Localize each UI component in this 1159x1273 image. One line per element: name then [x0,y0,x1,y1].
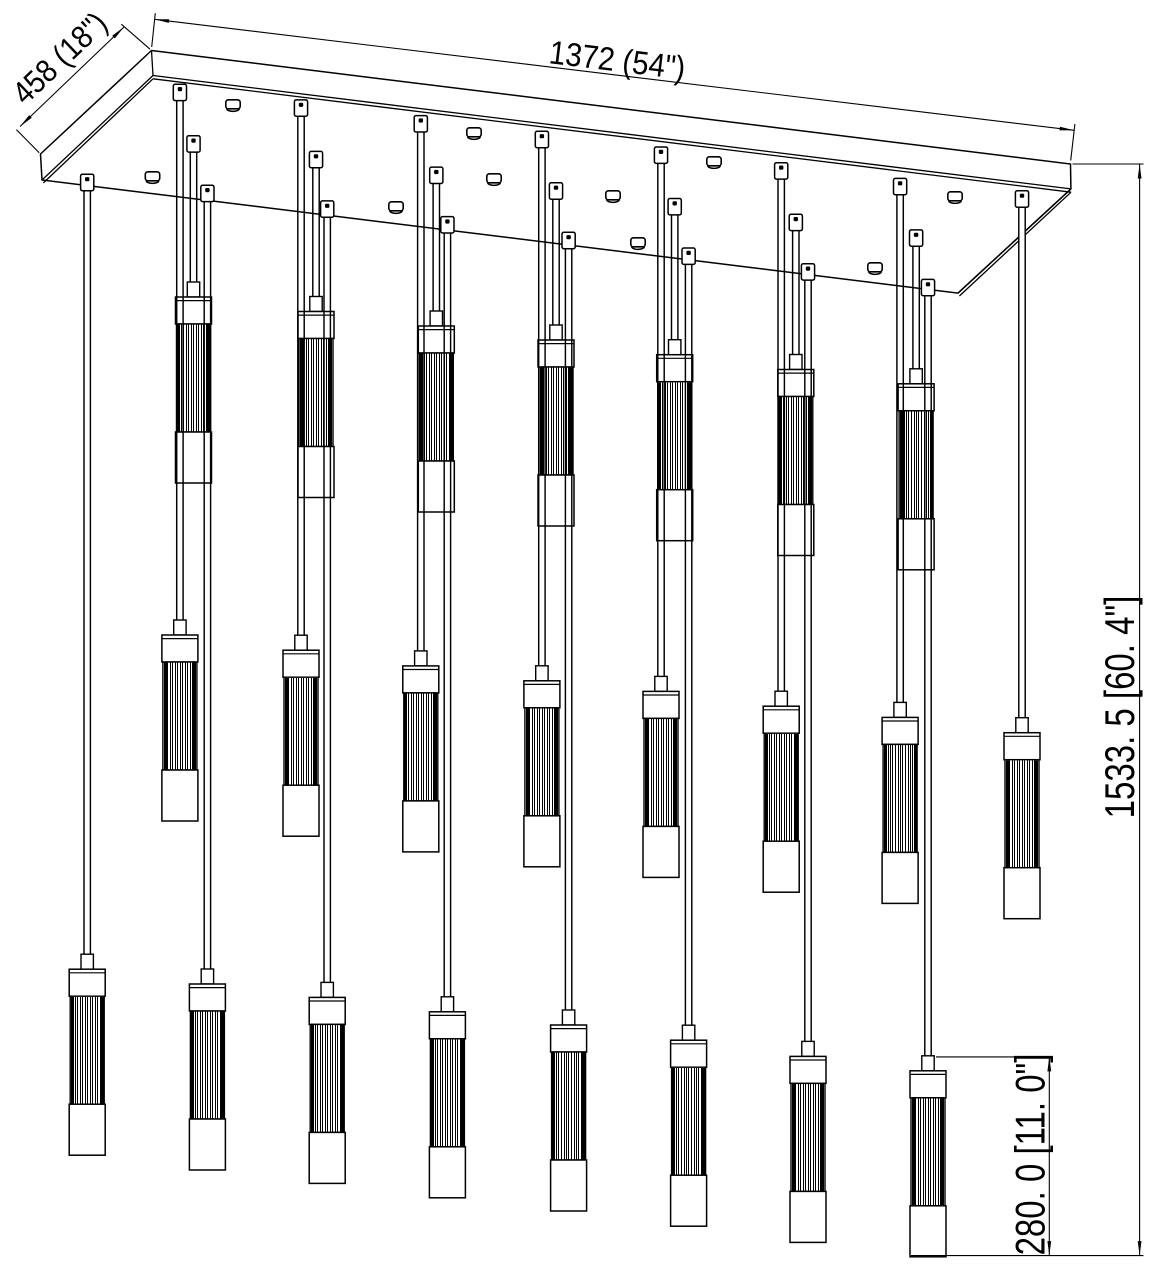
svg-text:1533. 5 [60. 4"]: 1533. 5 [60. 4"] [1096,596,1142,819]
svg-text:280. 0 [11. 0"]: 280. 0 [11. 0"] [1007,1054,1053,1256]
